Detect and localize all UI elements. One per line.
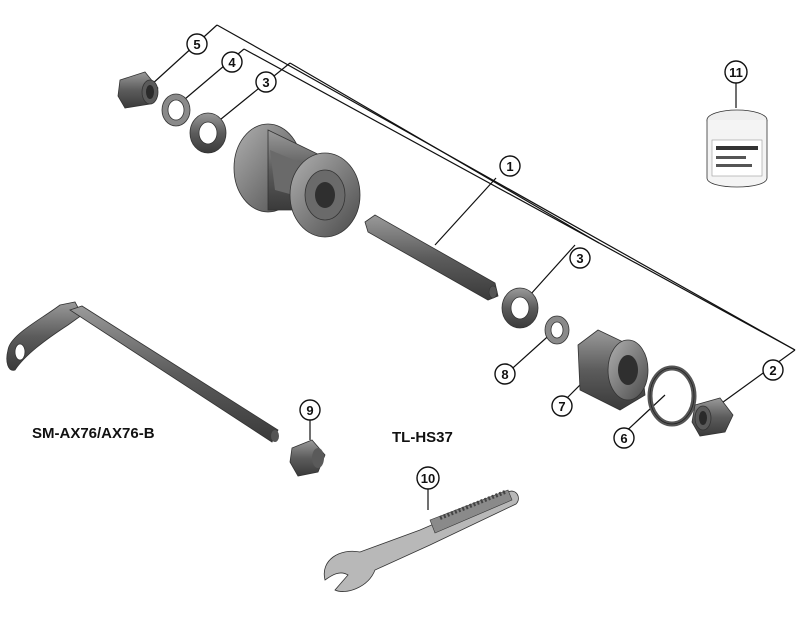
callout-1-number: 1 [506,159,513,174]
callout-9: 9 [299,399,321,421]
callout-7-number: 7 [558,399,565,414]
callout-3-lower: 3 [569,247,591,269]
axle-nut-part [289,439,326,477]
thru-axle-part [6,301,279,443]
callout-4: 4 [221,51,243,73]
end-cap-right-part [691,397,734,437]
tool-model-label: TL-HS37 [392,429,453,446]
callout-5: 5 [186,33,208,55]
axle-model-label: SM-AX76/AX76-B [32,425,155,442]
callout-4-number: 4 [228,55,236,70]
callout-10-number: 10 [421,471,435,486]
bearing-lower-part [501,287,539,329]
callout-3-lower-number: 3 [576,251,583,266]
callout-3-upper: 3 [255,71,277,93]
callout-8: 8 [494,363,516,385]
callout-7: 7 [551,395,573,417]
callout-5-number: 5 [193,37,200,52]
callout-8-number: 8 [501,367,508,382]
callout-3-upper-number: 3 [262,75,269,90]
spacer-part [544,315,570,345]
hub-shell-part [233,123,361,238]
wrench-tool-part [323,489,519,592]
end-cap-left-part [117,71,159,109]
callout-2-number: 2 [769,363,776,378]
grease-container-part [706,109,768,188]
seal-ring-part [647,365,697,427]
callout-2: 2 [762,359,784,381]
bearing-upper-part [189,112,227,154]
callout-9-number: 9 [306,403,313,418]
spacer-ring-part [161,93,191,127]
callout-6-number: 6 [620,431,627,446]
freehub-body-part [577,329,649,411]
callout-1: 1 [499,155,521,177]
callout-11-number: 11 [729,65,743,80]
callout-11: 11 [724,60,748,84]
hub-axle-part [364,214,499,301]
callout-10: 10 [416,466,440,490]
callout-6: 6 [613,427,635,449]
